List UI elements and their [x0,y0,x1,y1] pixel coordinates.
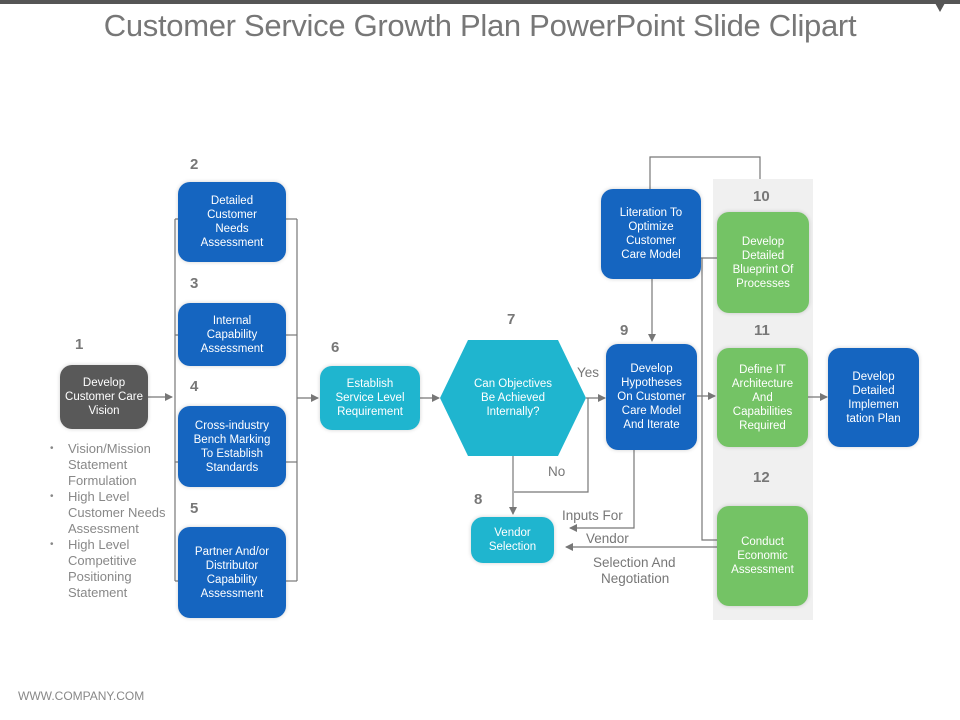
step-7-text: Can Objectives Be Achieved Internally? [474,378,552,418]
step-8-text: Vendor Selection [488,527,537,553]
vendor-label: Vendor [586,531,629,546]
vision-bullet-list: Vision/Mission Statement Formulation Hig… [50,441,170,601]
step-3-text: Internal Capability Assessment [200,314,264,355]
dropdown-arrow-icon[interactable] [935,3,945,12]
step-3-box[interactable]: Internal Capability Assessment [178,303,286,366]
step-12-text: Conduct Economic Assessment [731,536,794,576]
step-number-9: 9 [620,322,629,339]
step-number-8: 8 [474,491,483,508]
step-7-hexagon[interactable] [440,340,586,456]
footer-url: WWW.COMPANY.COM [18,689,145,703]
selection-and-label: Selection And [593,555,676,570]
yes-label: Yes [577,365,600,380]
step-2-text: Detailed Customer Needs Assessment [200,195,264,249]
step-number-3: 3 [190,275,199,292]
step-number-2: 2 [190,156,199,173]
bullet-item: High Level Customer Needs Assessment [50,489,170,537]
step-9-box[interactable]: Develop Hypotheses On Customer Care Mode… [606,344,697,450]
step-11-text: Define IT Architecture And Capabilities … [731,363,794,432]
step-number-12: 12 [753,469,770,486]
step-number-7: 7 [507,311,516,328]
bullet-item: High Level Competitive Positioning State… [50,537,170,601]
step-7-text-wrap: Can Objectives Be Achieved Internally? [440,340,586,456]
step-number-4: 4 [190,378,199,395]
connector-9-to-8 [569,450,635,532]
implementation-plan-text: Develop Detailed Implemen tation Plan [846,370,901,425]
step-12-box[interactable]: Conduct Economic Assessment [717,506,808,606]
step-4-text: Cross-industry Bench Marking To Establis… [193,419,271,474]
bullet-item: Vision/Mission Statement Formulation [50,441,170,489]
step-11-box[interactable]: Define IT Architecture And Capabilities … [717,348,808,447]
step-10-box[interactable]: Develop Detailed Blueprint Of Processes [717,212,809,313]
slide-title: Customer Service Growth Plan PowerPoint … [103,8,857,43]
step-8-box[interactable]: Vendor Selection [471,517,554,563]
step-number-10: 10 [753,188,770,205]
step-9-text: Develop Hypotheses On Customer Care Mode… [617,363,686,431]
step-5-box[interactable]: Partner And/or Distributor Capability As… [178,527,286,618]
step-1-box[interactable]: Develop Customer Care Vision [60,365,148,429]
top-bar [0,0,960,4]
connector-yes-loop [514,398,589,493]
step-4-box[interactable]: Cross-industry Bench Marking To Establis… [178,406,286,487]
connector-loop-top [649,156,761,189]
step-6-text: Establish Service Level Requirement [335,378,405,418]
step-5-text: Partner And/or Distributor Capability As… [194,545,270,600]
connector-green-trunk [701,258,717,541]
iteration-box[interactable]: Literation To Optimize Customer Care Mod… [601,189,701,279]
no-label: No [548,464,566,479]
negotiation-label: Negotiation [601,571,670,586]
inputs-for-label: Inputs For [562,508,623,523]
step-10-text: Develop Detailed Blueprint Of Processes [732,235,794,290]
iteration-text: Literation To Optimize Customer Care Mod… [619,207,683,261]
step-2-box[interactable]: Detailed Customer Needs Assessment [178,182,286,262]
step-1-text: Develop Customer Care Vision [65,377,143,417]
step-6-box[interactable]: Establish Service Level Requirement [320,366,420,430]
step-number-1: 1 [75,336,84,353]
implementation-plan-box[interactable]: Develop Detailed Implemen tation Plan [828,348,919,447]
step-number-5: 5 [190,500,199,517]
step-number-11: 11 [754,322,770,339]
step-number-6: 6 [331,339,340,356]
